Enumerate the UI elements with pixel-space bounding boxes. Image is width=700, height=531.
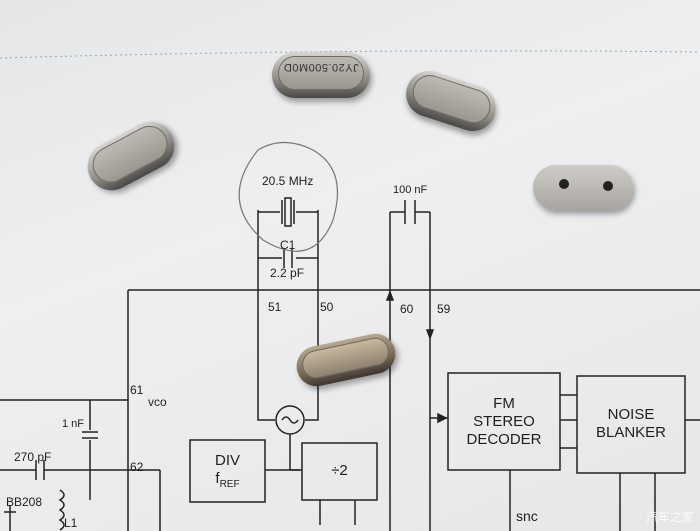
- crystal-bottom-view: [533, 165, 633, 210]
- pin-hole-1: [559, 179, 569, 189]
- crystal-marking: JY20.500M0D: [283, 61, 359, 73]
- noise-blanker-block: NOISE BLANKER: [577, 406, 685, 442]
- diode-label: BB208: [6, 495, 43, 509]
- pin-50: 50: [320, 300, 334, 314]
- crystal-frequency-label: 20.5 MHz: [262, 174, 314, 188]
- c1-label: C1: [280, 238, 296, 252]
- div-label: DIV: [214, 452, 240, 469]
- noise-line: NOISE: [607, 406, 655, 423]
- decoder-line: DECODER: [466, 431, 542, 448]
- pin-hole-2: [603, 181, 613, 191]
- f-label: f: [215, 470, 220, 487]
- pin-60: 60: [400, 302, 414, 316]
- pin-59: 59: [437, 302, 451, 316]
- cap-100nf-label: 100 nF: [393, 184, 428, 196]
- c1-value: 2.2 pF: [270, 266, 305, 280]
- inductor-label: L1: [64, 516, 78, 530]
- cap-1nf-label: 1 nF: [62, 418, 85, 430]
- crystal-marked: JY20.500M0D: [272, 52, 370, 98]
- pin-62: 62: [130, 460, 144, 474]
- div-block: DIV fREF: [190, 452, 265, 494]
- stereo-line: STEREO: [473, 413, 535, 430]
- fm-line: FM: [493, 395, 515, 412]
- ref-subscript: REF: [219, 479, 240, 490]
- pin-61: 61: [130, 383, 144, 397]
- blanker-line: BLANKER: [595, 424, 667, 441]
- fm-stereo-decoder-block: FM STEREO DECODER: [448, 395, 560, 449]
- div2-block: ÷2: [331, 462, 348, 479]
- watermark: 汽车之家: [645, 510, 694, 524]
- snc-label: snc: [516, 508, 538, 524]
- pin-51: 51: [268, 300, 282, 314]
- vco-label: vco: [148, 395, 167, 409]
- cap-270pf-label: 270 pF: [14, 450, 52, 464]
